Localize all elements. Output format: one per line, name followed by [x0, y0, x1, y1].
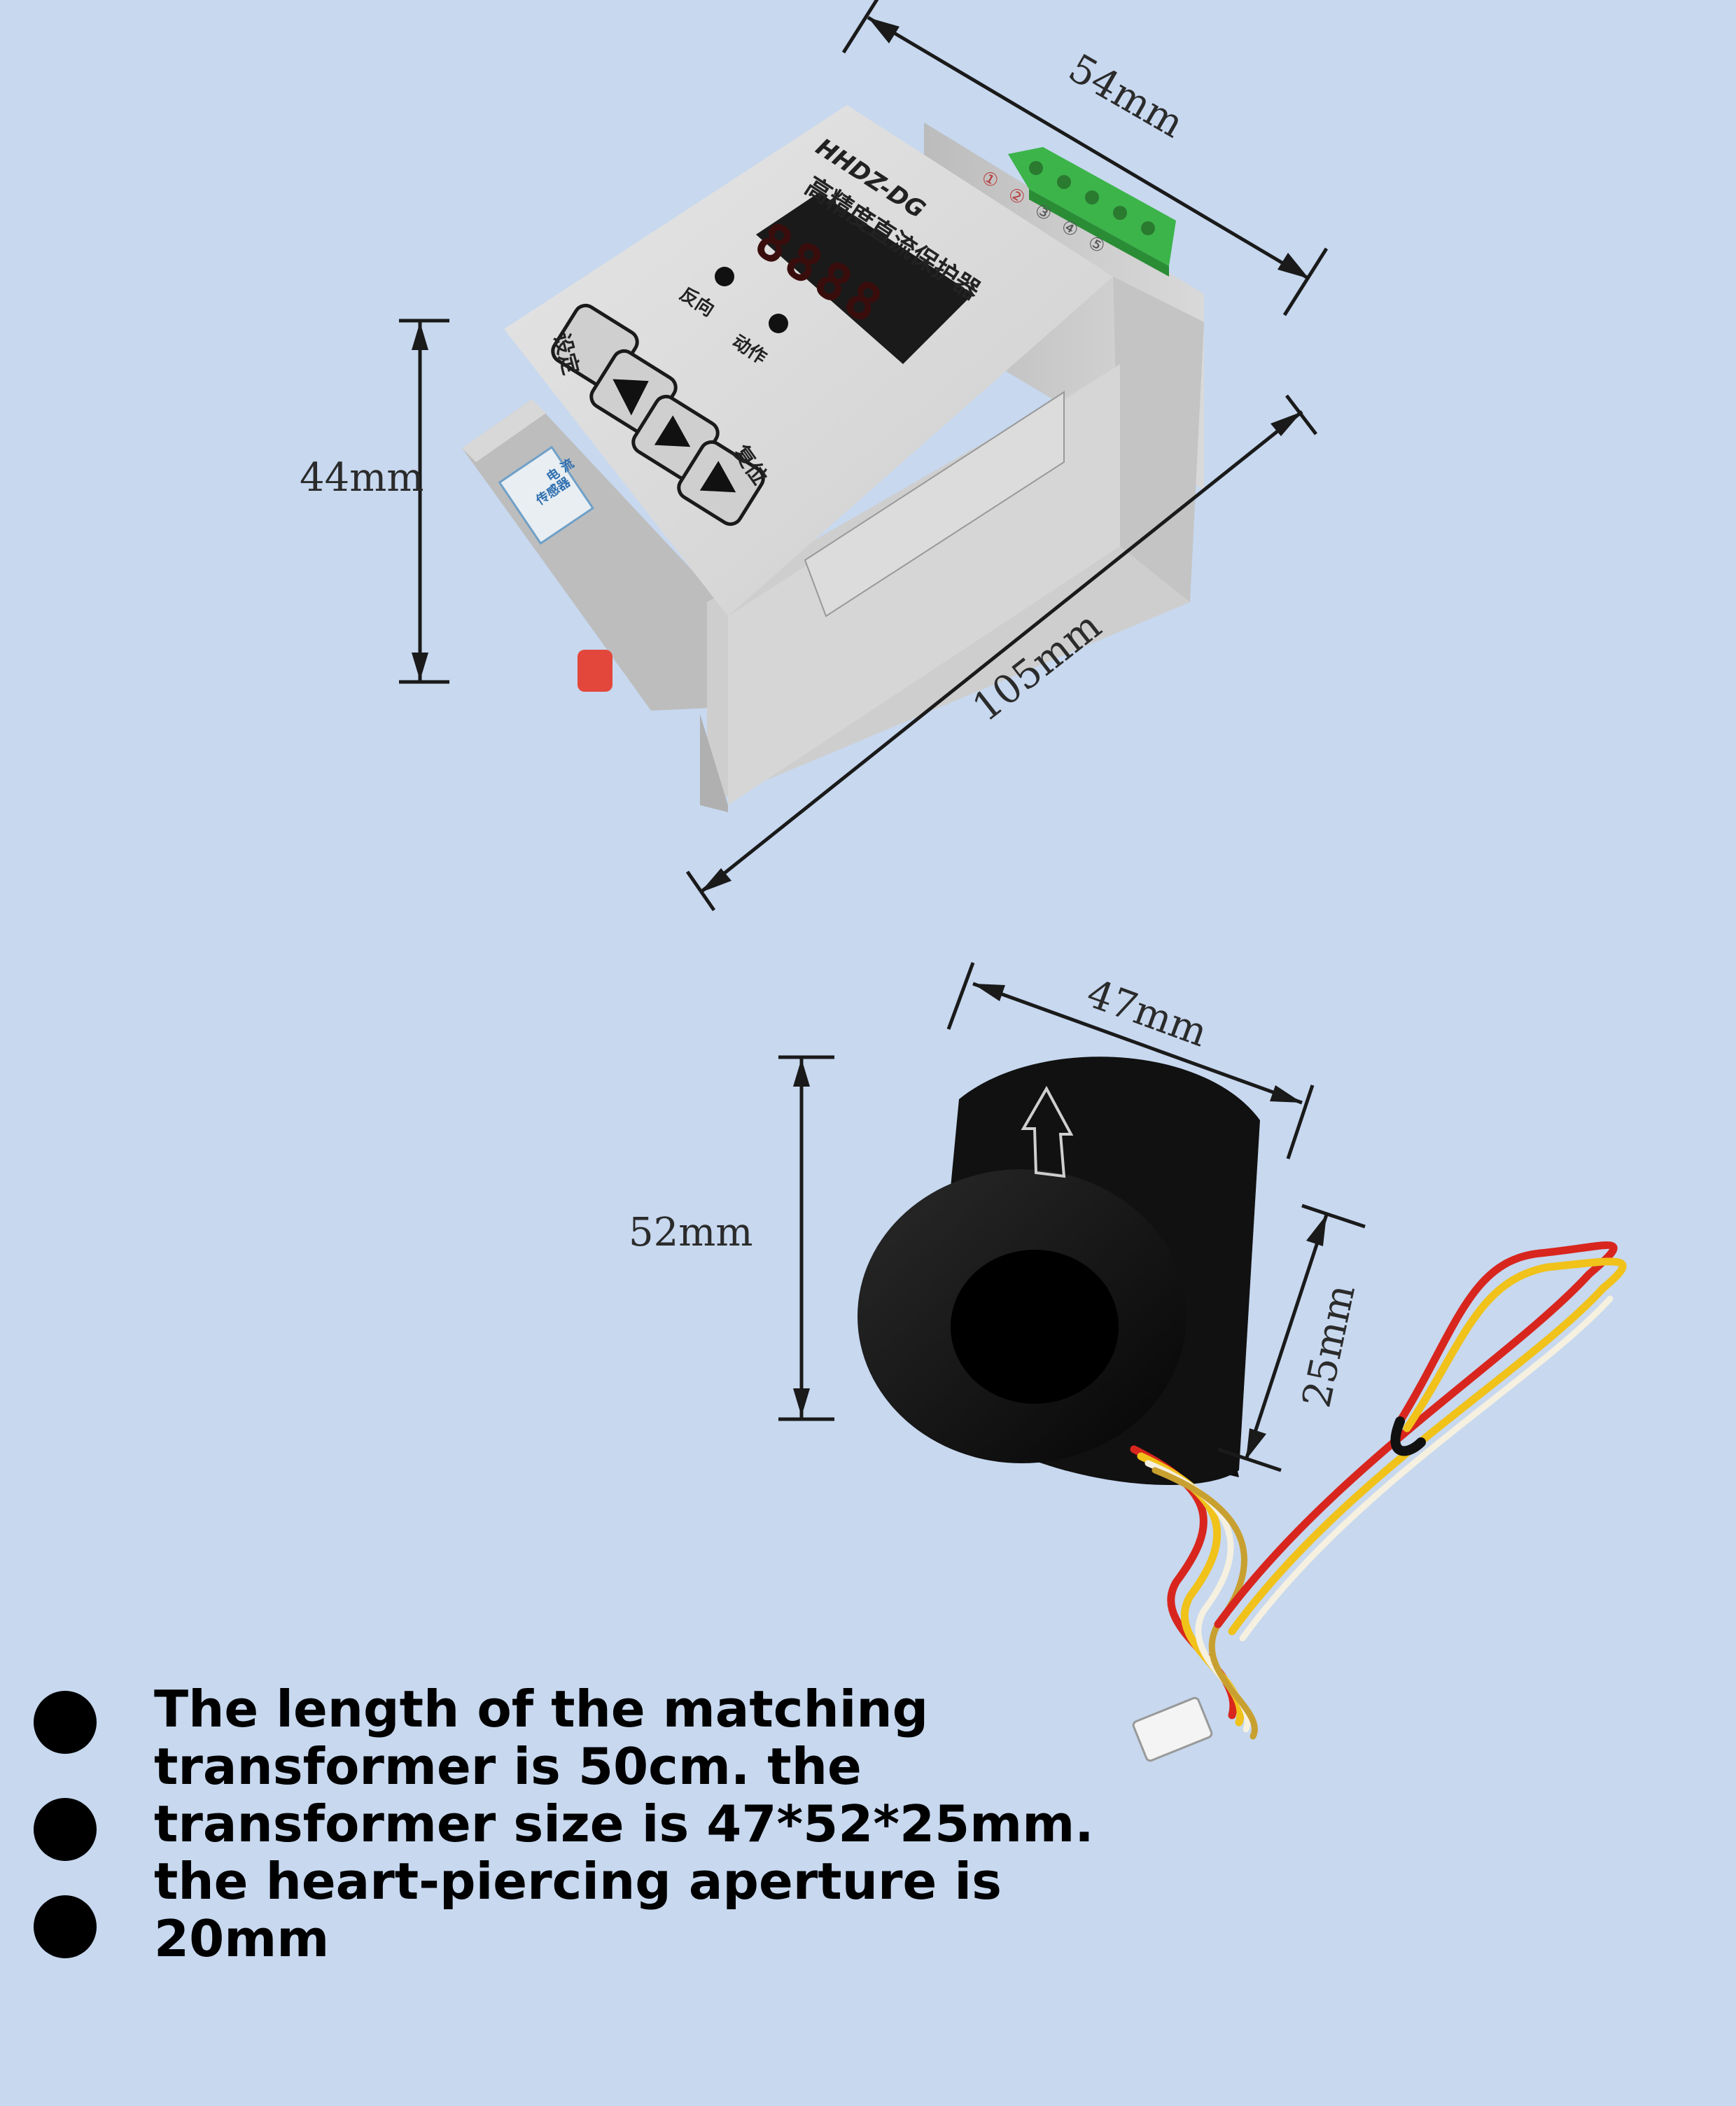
dim-transformer-height-label: 52mm: [629, 1210, 753, 1255]
base-step-top: [462, 399, 546, 462]
dc-protector-device: ① ② ③ ④ ⑤: [462, 105, 1204, 812]
current-transformer: [858, 1057, 1260, 1486]
rating-plate: [804, 391, 1065, 618]
up-key-icon: [699, 461, 736, 493]
dim-protector-height-label: 44mm: [300, 455, 424, 501]
bullet-3: [34, 1895, 97, 1958]
direction-arrow-icon: [1021, 1085, 1074, 1178]
display-window: [756, 193, 973, 364]
led-action: [769, 314, 788, 333]
wire-connector: [1132, 1696, 1213, 1762]
ring-aperture: [951, 1250, 1119, 1404]
led-reverse: [715, 267, 734, 286]
top-face: [504, 105, 1113, 616]
bullet-1: [34, 1691, 97, 1754]
left-key-icon: [612, 379, 649, 416]
transformer-wires: [1130, 1241, 1627, 1762]
side-red-button: [578, 650, 612, 692]
bullet-2: [34, 1798, 97, 1861]
terminal-block: [1008, 147, 1176, 277]
down-key-icon: [654, 415, 691, 447]
side-label-sticker: [498, 445, 595, 545]
bottom-foot: [700, 714, 728, 812]
right-face: [1113, 277, 1204, 602]
dimension-arrowheads: [412, 18, 1326, 1460]
keypad: [551, 303, 765, 526]
notes-text: The length of the matching transformer i…: [154, 1680, 1094, 1968]
dimension-lines: [399, 0, 1366, 1472]
